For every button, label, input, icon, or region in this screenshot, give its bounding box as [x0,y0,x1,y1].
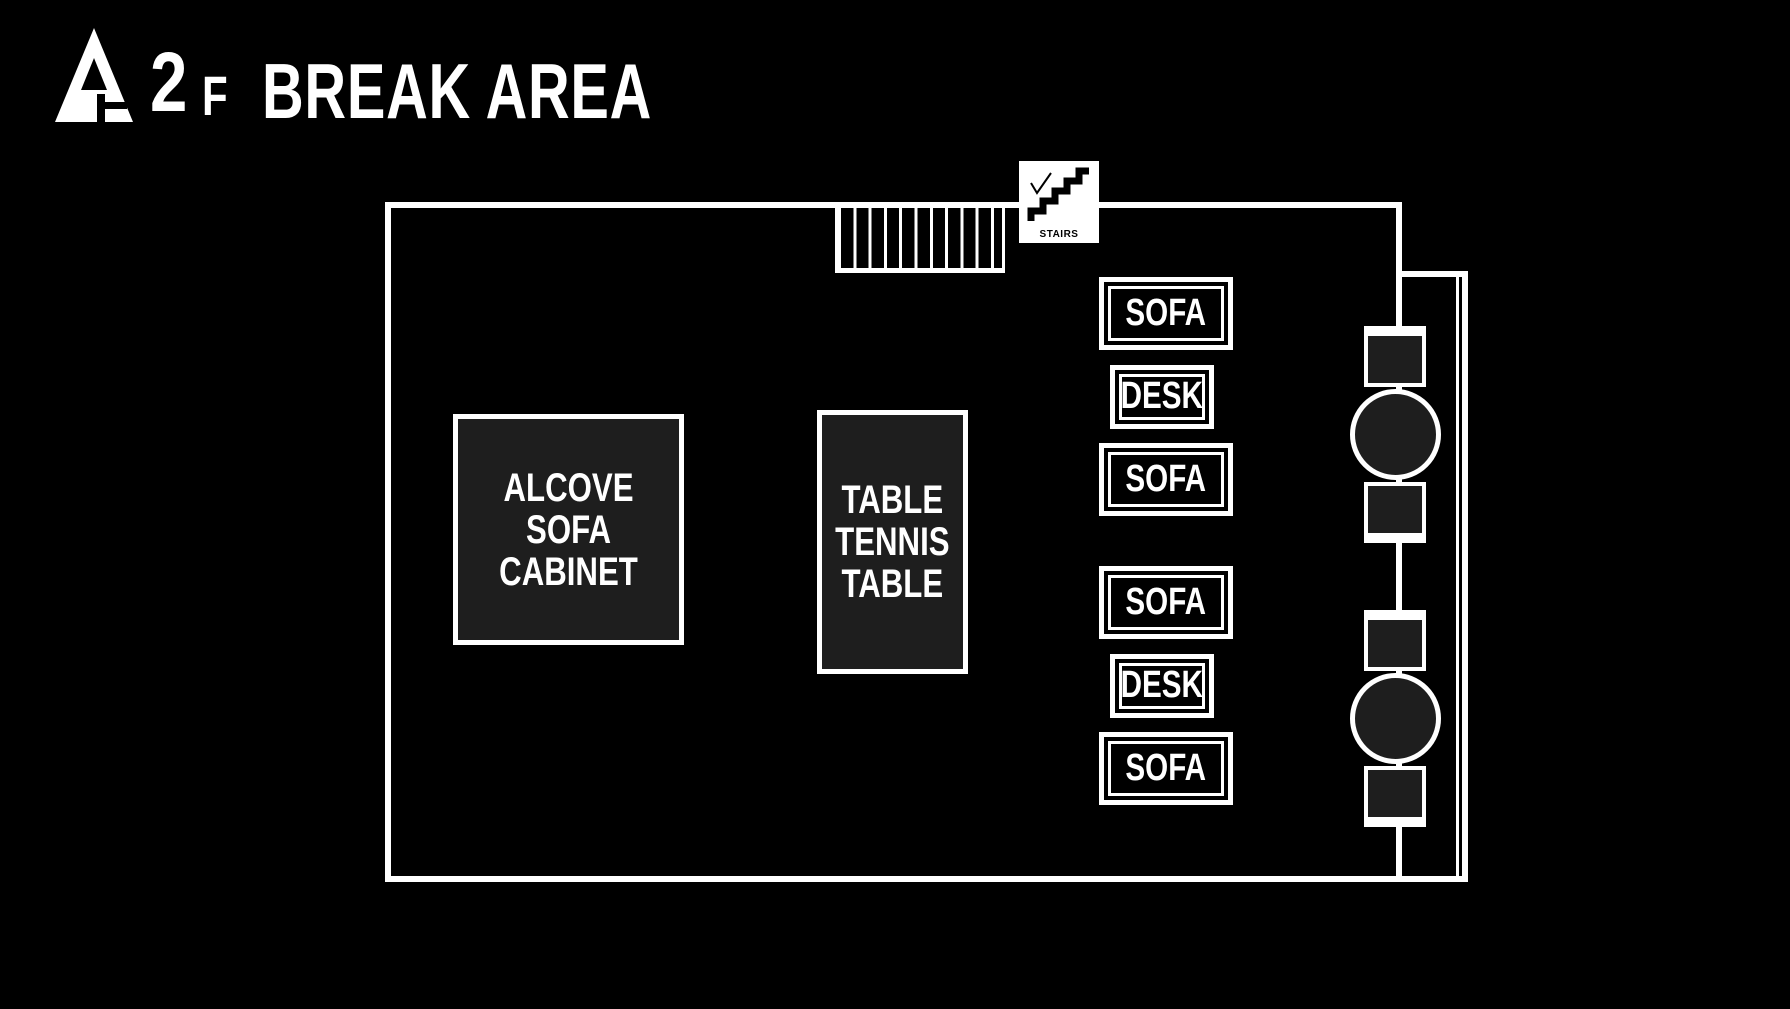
stair-treads [835,206,1005,273]
page-title: BREAK AREA [262,47,653,135]
sofa-frame [1108,575,1224,630]
table-tennis-label: TABLE TENNIS TABLE [835,478,950,606]
window-seat-3 [1364,610,1426,671]
table-tennis-table: TABLE TENNIS TABLE [817,410,968,674]
desk-frame [1119,663,1205,709]
sofa-frame [1108,286,1224,341]
triangle-logo-icon [55,28,133,122]
alcove-sofa-cabinet: ALCOVE SOFA CABINET [453,414,684,645]
sofa-frame [1108,741,1224,796]
desk-frame [1119,374,1205,420]
window-seat-4 [1364,766,1426,827]
desk-2-label: DESK [1120,664,1204,707]
sofa-2: SOFA [1096,440,1236,519]
stairs-label: STAIRS [1039,229,1079,240]
annex-inner-line [1456,277,1459,877]
stairs-sign: STAIRS [1019,161,1099,243]
window-seat-1 [1364,326,1426,387]
sofa-3: SOFA [1096,563,1236,642]
annex-outline [1396,271,1468,882]
sofa-4: SOFA [1096,729,1236,808]
floor-number: 2 [150,35,188,129]
desk-1: DESK [1107,362,1217,432]
round-table-1 [1350,389,1441,480]
sofa-4-label: SOFA [1125,746,1207,789]
sofa-frame [1108,452,1224,507]
alcove-label: ALCOVE SOFA CABINET [499,465,638,594]
sofa-1-label: SOFA [1125,291,1207,334]
window-seat-2 [1364,482,1426,543]
desk-1-label: DESK [1120,375,1204,418]
sofa-3-label: SOFA [1125,580,1207,623]
round-table-2 [1350,673,1441,764]
desk-2: DESK [1107,651,1217,721]
sofa-2-label: SOFA [1125,457,1207,500]
sofa-1: SOFA [1096,274,1236,353]
stairs-icon [1027,167,1089,221]
floor-suffix: F [202,64,228,127]
